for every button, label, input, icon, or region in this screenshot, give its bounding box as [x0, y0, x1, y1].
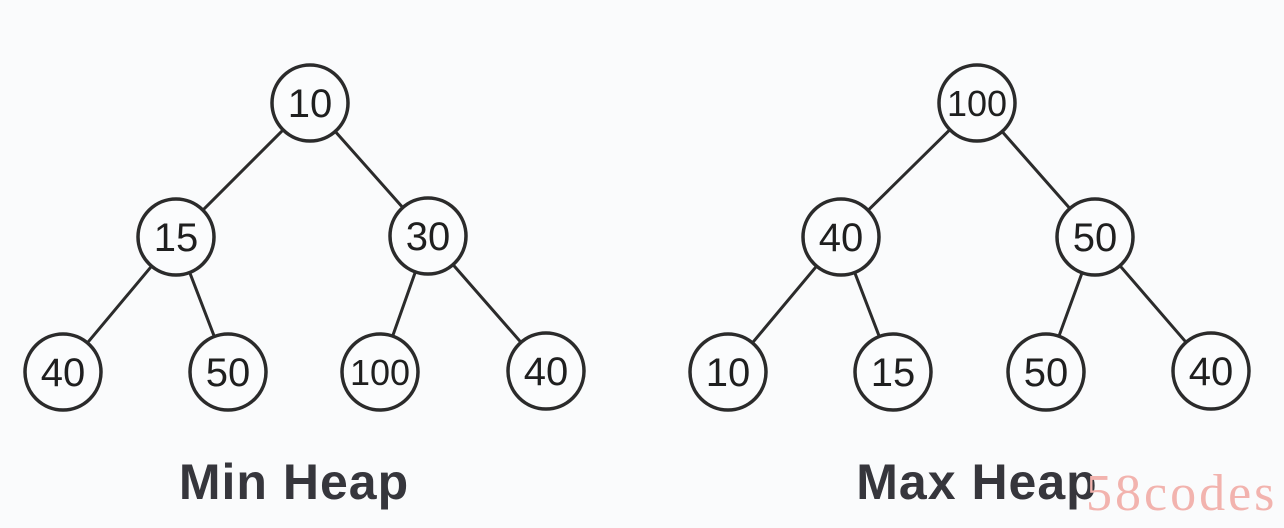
- tree-node-circle: [340, 332, 420, 412]
- tree-node-circle: [188, 332, 268, 412]
- tree-node-circle: [1171, 331, 1251, 411]
- tree-edge: [188, 272, 216, 337]
- tree-node-value: 40: [524, 350, 569, 394]
- tree-node-circle: [388, 196, 468, 276]
- tree-node-circle: [1055, 197, 1135, 277]
- tree-node-value: 40: [819, 216, 864, 260]
- tree-edge: [868, 129, 950, 211]
- tree-edge: [1001, 131, 1071, 209]
- tree-node-value: 30: [406, 215, 451, 259]
- tree-edge: [202, 129, 284, 211]
- tree-node-circle: [270, 63, 350, 143]
- tree-node-value: 40: [1189, 350, 1234, 394]
- tree-node-value: 40: [41, 351, 86, 395]
- tree-node-value: 15: [154, 216, 199, 260]
- tree-node-value: 100: [350, 352, 410, 393]
- tree-edge: [752, 266, 817, 343]
- max-heap-tree: 100 40 50 10 15 50 40: [688, 63, 1251, 412]
- tree-node-value: 100: [947, 83, 1007, 124]
- tree-edge: [1058, 273, 1083, 336]
- tree-edge: [391, 272, 417, 336]
- max-heap-label: Max Heap: [856, 454, 1098, 510]
- tree-node-circle: [136, 197, 216, 277]
- tree-node-value: 50: [1024, 351, 1069, 395]
- tree-node-circle: [1006, 332, 1086, 412]
- tree-edge: [853, 272, 881, 337]
- tree-node-circle: [688, 332, 768, 412]
- tree-node-value: 15: [871, 351, 916, 395]
- tree-edge: [87, 266, 152, 343]
- tree-node-value: 50: [1073, 216, 1118, 260]
- tree-edge: [452, 264, 522, 343]
- min-heap-label: Min Heap: [178, 454, 410, 510]
- tree-node-circle: [937, 63, 1017, 143]
- tree-node-circle: [23, 332, 103, 412]
- tree-node-value: 50: [206, 351, 251, 395]
- tree-edge: [335, 131, 403, 208]
- tree-node-circle: [506, 331, 586, 411]
- tree-node-circle: [853, 332, 933, 412]
- tree-node-circle: [801, 197, 881, 277]
- tree-node-value: 10: [706, 351, 751, 395]
- min-heap-tree: 10 15 30 40 50 100 40: [23, 63, 586, 412]
- watermark: 58codes: [1086, 465, 1278, 522]
- tree-node-value: 10: [288, 82, 333, 126]
- tree-edge: [1119, 265, 1187, 343]
